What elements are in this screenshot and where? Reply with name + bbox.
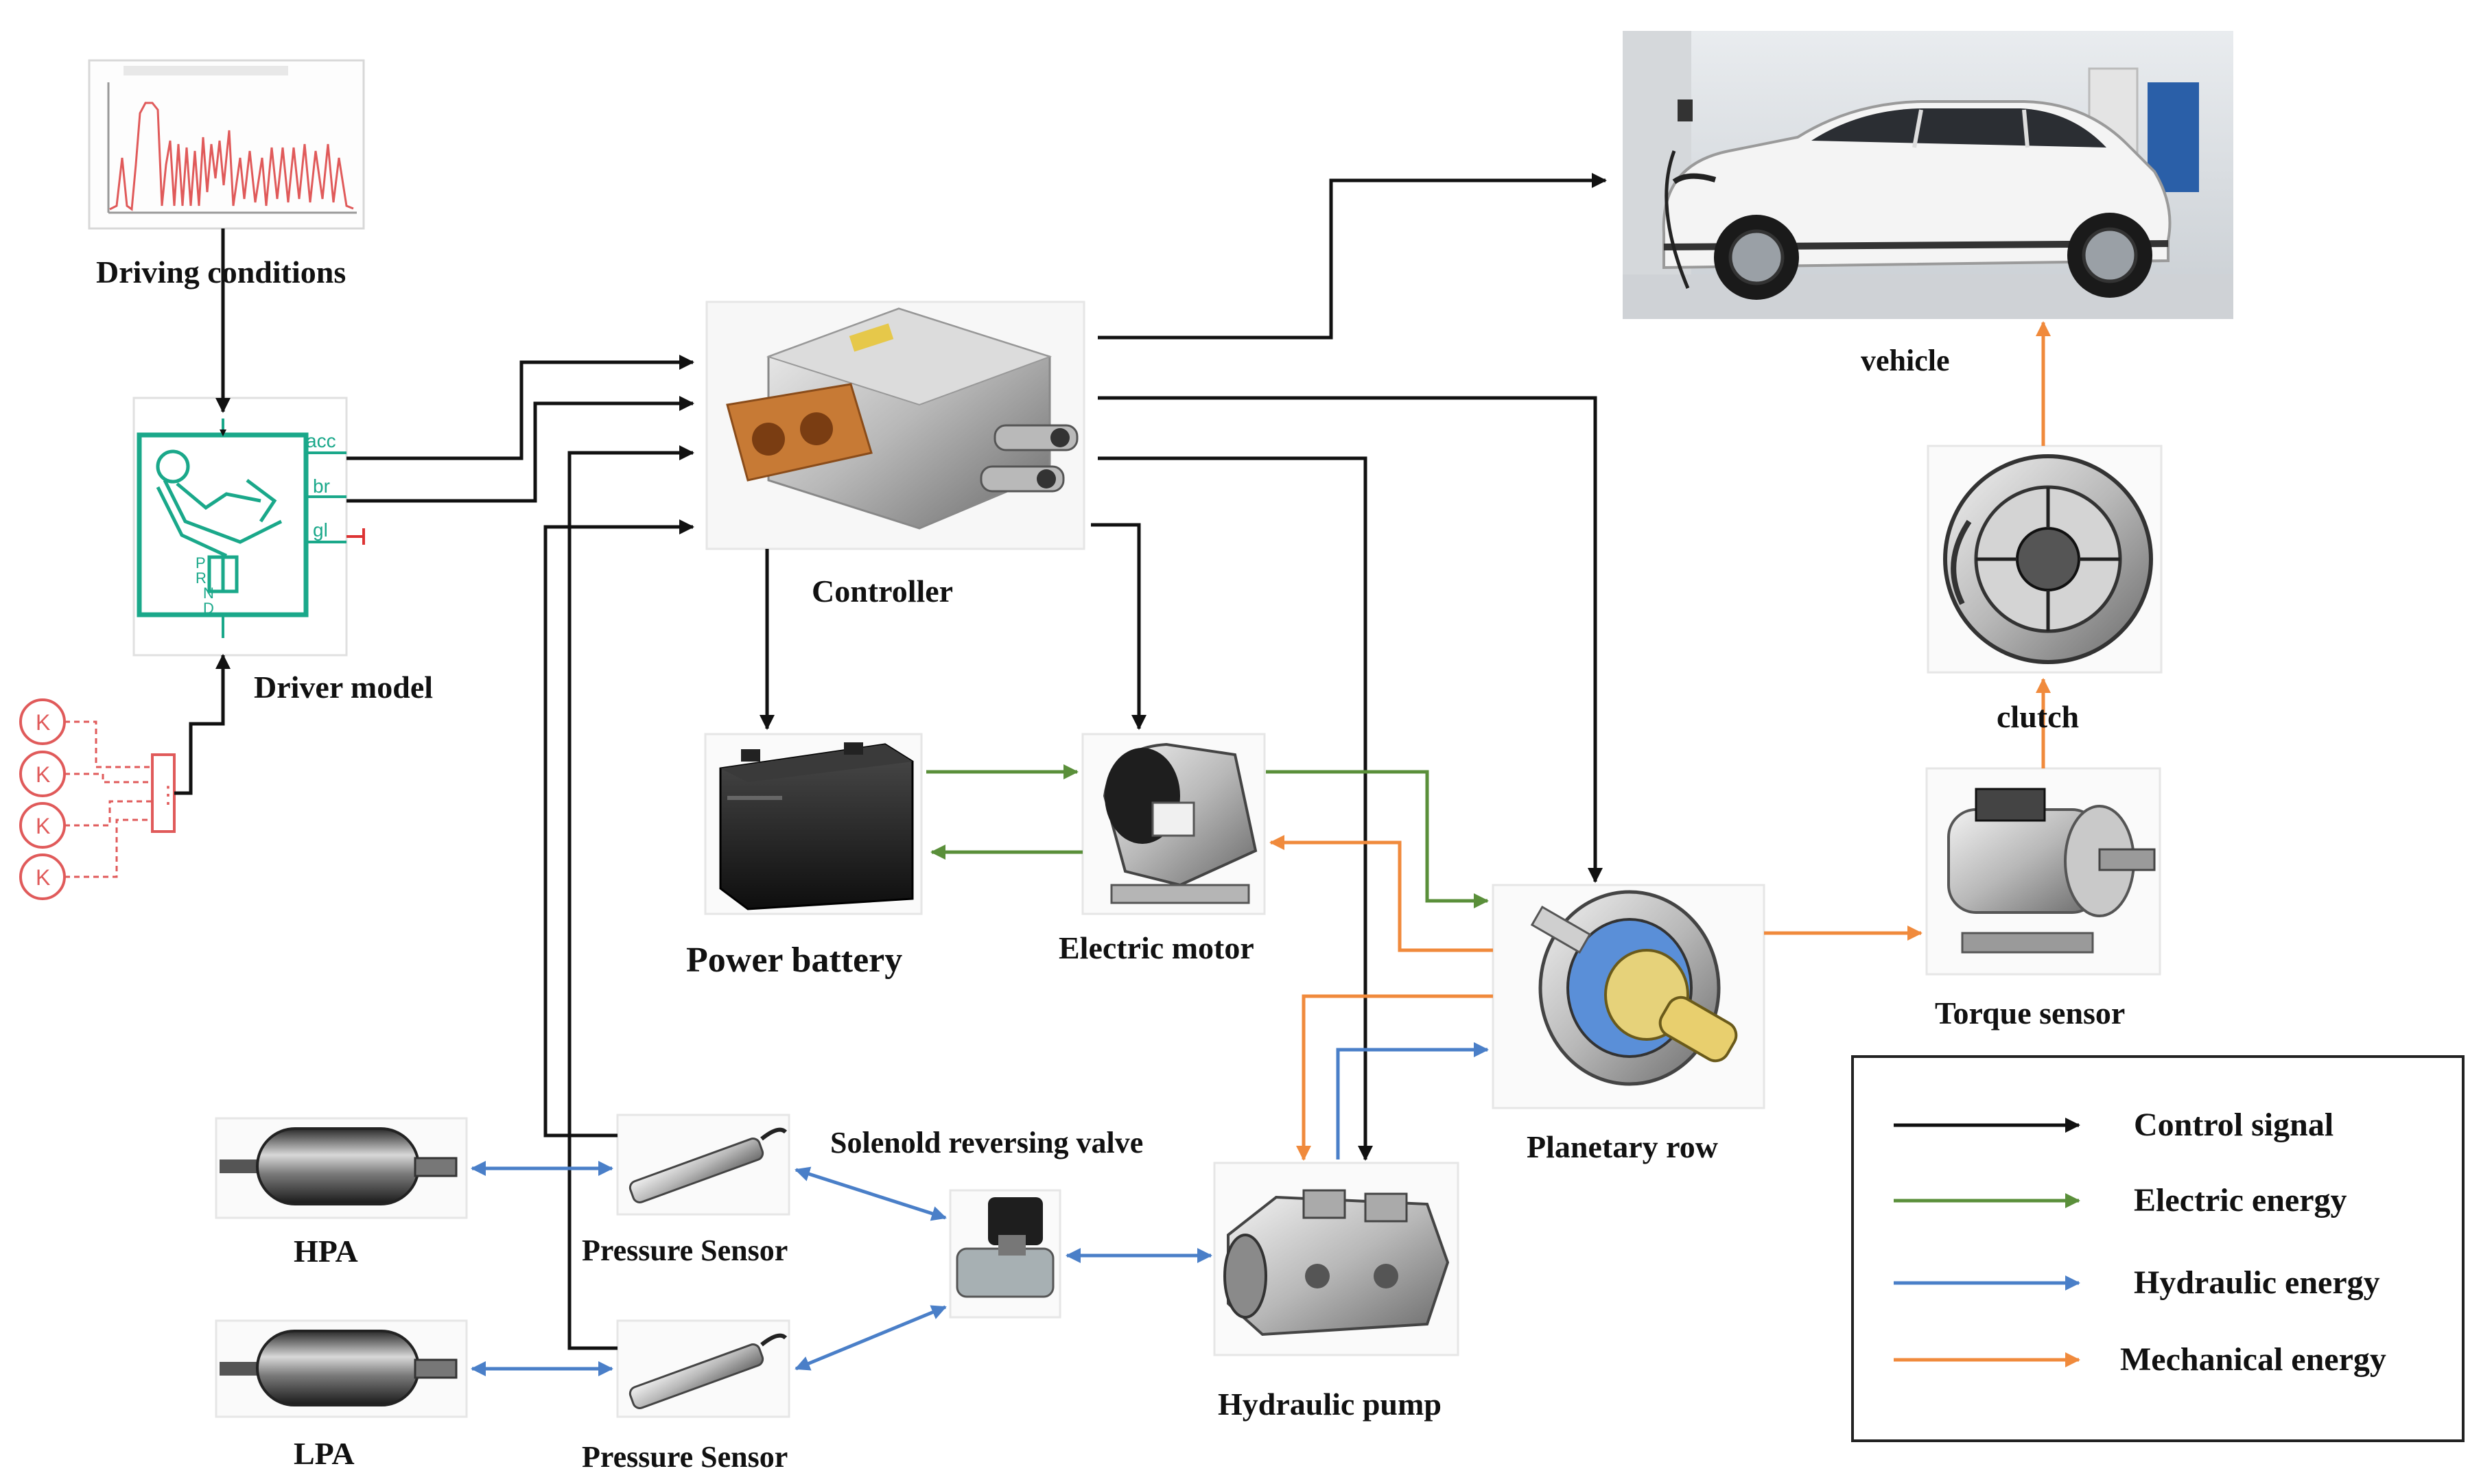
gear-n: N (203, 585, 214, 602)
clutch-image (1927, 445, 2163, 674)
gear-d: D (203, 600, 214, 617)
label-lpa: LPA (294, 1436, 355, 1471)
gear-r: R (196, 569, 207, 587)
port-acc: acc (306, 430, 336, 451)
label-controller: Controller (812, 574, 954, 609)
mechanical-energy-lines (1269, 321, 2051, 1161)
label-hpa: HPA (294, 1234, 358, 1269)
legend-label-control: Control signal (2134, 1107, 2334, 1143)
driver-model-block: P R N D acc br gl (132, 397, 365, 657)
hpa-image (215, 1117, 468, 1219)
label-solenoid-valve: Solenold reversing valve (830, 1126, 1144, 1159)
const-k-3: K (36, 814, 50, 838)
mux-label: ⋮ (156, 782, 180, 808)
solenoid-valve-image (949, 1189, 1061, 1319)
gear-p: P (196, 554, 206, 572)
label-hydraulic-pump: Hydraulic pump (1218, 1387, 1442, 1422)
label-pressure-sensor-1: Pressure Sensor (582, 1234, 788, 1267)
hydraulic-pump-image (1213, 1162, 1459, 1356)
legend-label-mechanical: Mechanical energy (2120, 1341, 2386, 1378)
driving-conditions-chart (88, 59, 365, 230)
electric-energy-lines (926, 764, 1489, 908)
label-driving-conditions: Driving conditions (96, 255, 346, 290)
planetary-row-image (1492, 884, 1765, 1109)
port-gl: gl (313, 519, 328, 541)
label-power-battery: Power battery (686, 941, 903, 980)
label-vehicle: vehicle (1861, 344, 1950, 377)
pressure-sensor-image-2 (616, 1319, 790, 1418)
label-torque-sensor: Torque sensor (1935, 996, 2126, 1030)
hydraulic-energy-lines (471, 1042, 1489, 1376)
port-br: br (313, 475, 330, 497)
label-pressure-sensor-2: Pressure Sensor (582, 1440, 788, 1474)
const-k-1: K (36, 710, 50, 735)
legend (1851, 1055, 2465, 1442)
lpa-image (215, 1319, 468, 1418)
const-k-4: K (36, 865, 50, 890)
electric-motor-image (1081, 733, 1266, 915)
torque-sensor-image (1925, 767, 2161, 976)
const-k-2: K (36, 762, 50, 787)
legend-label-electric: Electric energy (2134, 1182, 2347, 1218)
power-battery-image (704, 733, 923, 915)
legend-label-hydraulic: Hydraulic energy (2134, 1264, 2380, 1301)
label-electric-motor: Electric motor (1059, 930, 1254, 965)
label-driver-model: Driver model (254, 670, 434, 705)
label-planetary-row: Planetary row (1527, 1129, 1718, 1164)
controller-image (705, 301, 1085, 550)
vehicle-image (1623, 31, 2233, 319)
constant-inputs: K K K K ⋮ (19, 654, 231, 900)
label-clutch: clutch (1997, 699, 2080, 734)
pressure-sensor-image-1 (616, 1114, 790, 1216)
control-signal-lines (215, 173, 1607, 1350)
